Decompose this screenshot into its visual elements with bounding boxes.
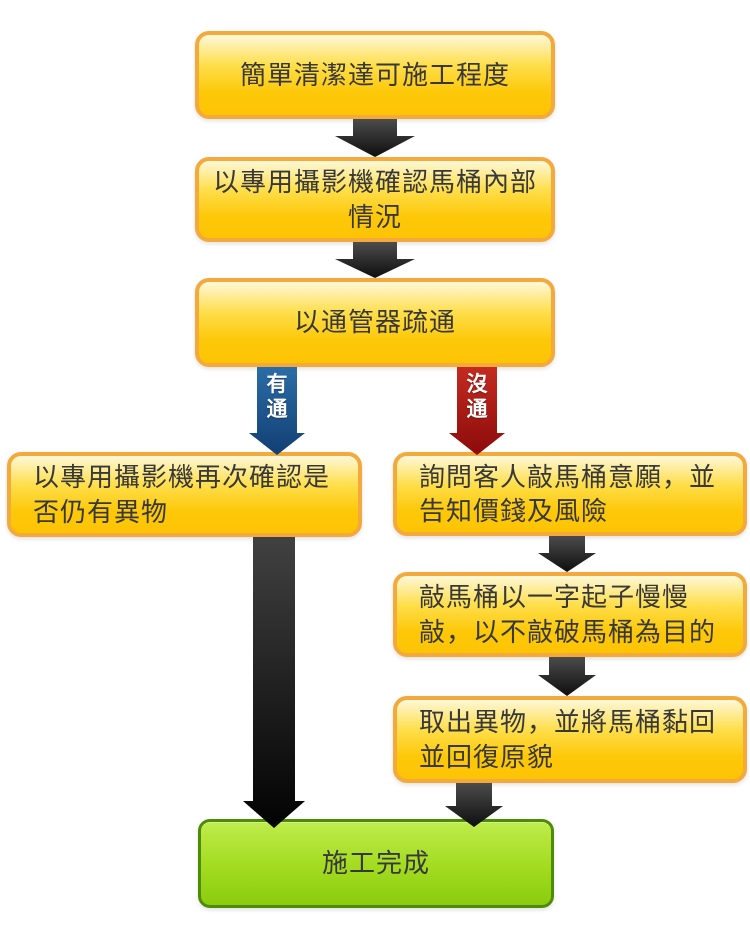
- edge-label-yes: 有通: [266, 373, 288, 421]
- node-final-label: 施工完成: [321, 848, 430, 879]
- node-step-4-right: 詢問客人敲馬桶意願，並告知價錢及風險: [393, 452, 747, 536]
- node-step-5-right-label: 敲馬桶以一字起子慢慢敲，以不敲破馬桶為目的: [419, 582, 717, 647]
- arrow-step4-right-to-step5-right: [538, 536, 596, 572]
- blue-down-arrow-icon: [249, 367, 305, 455]
- arrow-step6-right-to-final: [445, 783, 503, 827]
- node-step-1: 簡單清潔達可施工程度: [195, 31, 555, 119]
- arrow-step3-to-step4-right: 沒通: [449, 367, 505, 455]
- node-step-5-right: 敲馬桶以一字起子慢慢敲，以不敲破馬桶為目的: [393, 572, 747, 657]
- edge-label-no: 沒通: [466, 373, 488, 421]
- red-down-arrow-icon: [449, 367, 505, 455]
- arrow-step4-left-to-final: [243, 537, 305, 828]
- arrow-step1-to-step2: [335, 119, 415, 157]
- arrow-step5-right-to-step6-right: [538, 657, 596, 696]
- node-step-2: 以專用攝影機確認馬桶內部情況: [195, 157, 555, 242]
- node-step-3-label: 以通管器疏通: [293, 307, 456, 338]
- node-step-4-left-label: 以專用攝影機再次確認是否仍有異物: [33, 462, 331, 527]
- node-step-3: 以通管器疏通: [195, 278, 555, 367]
- node-step-4-right-label: 詢問客人敲馬桶意願，並告知價錢及風險: [419, 461, 717, 526]
- arrow-step2-to-step3: [335, 242, 415, 278]
- node-step-4-left: 以專用攝影機再次確認是否仍有異物: [7, 452, 362, 537]
- arrow-step3-to-step4-left: 有通: [249, 367, 305, 455]
- node-final: 施工完成: [198, 819, 554, 908]
- node-step-2-label: 以專用攝影機確認馬桶內部情況: [212, 167, 537, 232]
- node-step-6-right-label: 取出異物，並將馬桶黏回並回復原貌: [419, 707, 717, 772]
- node-step-6-right: 取出異物，並將馬桶黏回並回復原貌: [393, 696, 747, 783]
- node-step-1-label: 簡單清潔達可施工程度: [239, 59, 510, 90]
